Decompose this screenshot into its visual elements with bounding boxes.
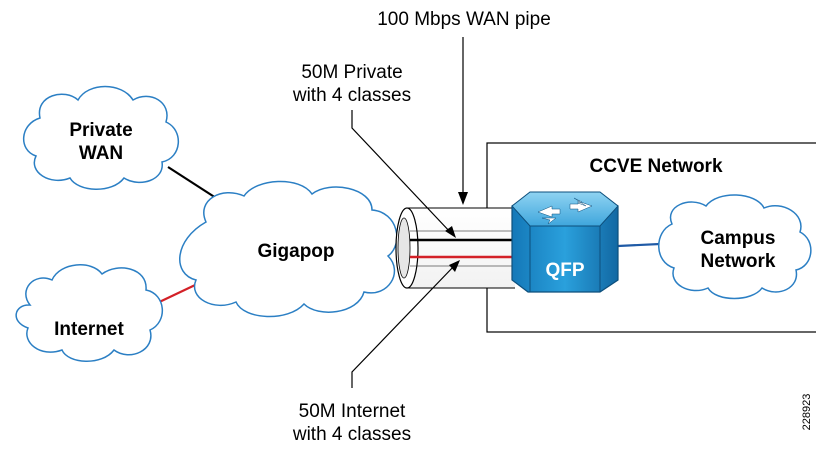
gigapop-cloud: Gigapop xyxy=(179,180,398,318)
wan-pipe xyxy=(395,207,520,289)
private-wan-label-2: WAN xyxy=(79,143,123,164)
router-label: QFP xyxy=(545,260,584,281)
internet-label-1: 50M Internet xyxy=(299,401,406,422)
router-arrows-icon xyxy=(537,197,593,225)
internet-pointer xyxy=(351,263,457,388)
campus-network-cloud: Campus Network xyxy=(658,194,812,300)
campus-link xyxy=(617,242,661,248)
campus-label-2: Network xyxy=(701,251,776,272)
qfp-router: QFP xyxy=(511,191,619,293)
ccve-network-label: CCVE Network xyxy=(589,156,722,177)
private-wan-cloud: Private WAN xyxy=(22,85,180,190)
private-wan-label-1: Private xyxy=(69,120,132,141)
private-label-2: with 4 classes xyxy=(292,85,411,106)
internet-cloud: Internet xyxy=(15,264,164,362)
wan-pipe-label: 100 Mbps WAN pipe xyxy=(377,9,551,30)
internet-label-2: with 4 classes xyxy=(292,424,411,445)
private-label-1: 50M Private xyxy=(301,62,402,83)
gigapop-label: Gigapop xyxy=(257,241,334,262)
private-pointer xyxy=(351,110,453,235)
figure-id: 228923 xyxy=(801,394,813,431)
campus-label-1: Campus xyxy=(701,228,776,249)
internet-cloud-label: Internet xyxy=(54,319,124,340)
